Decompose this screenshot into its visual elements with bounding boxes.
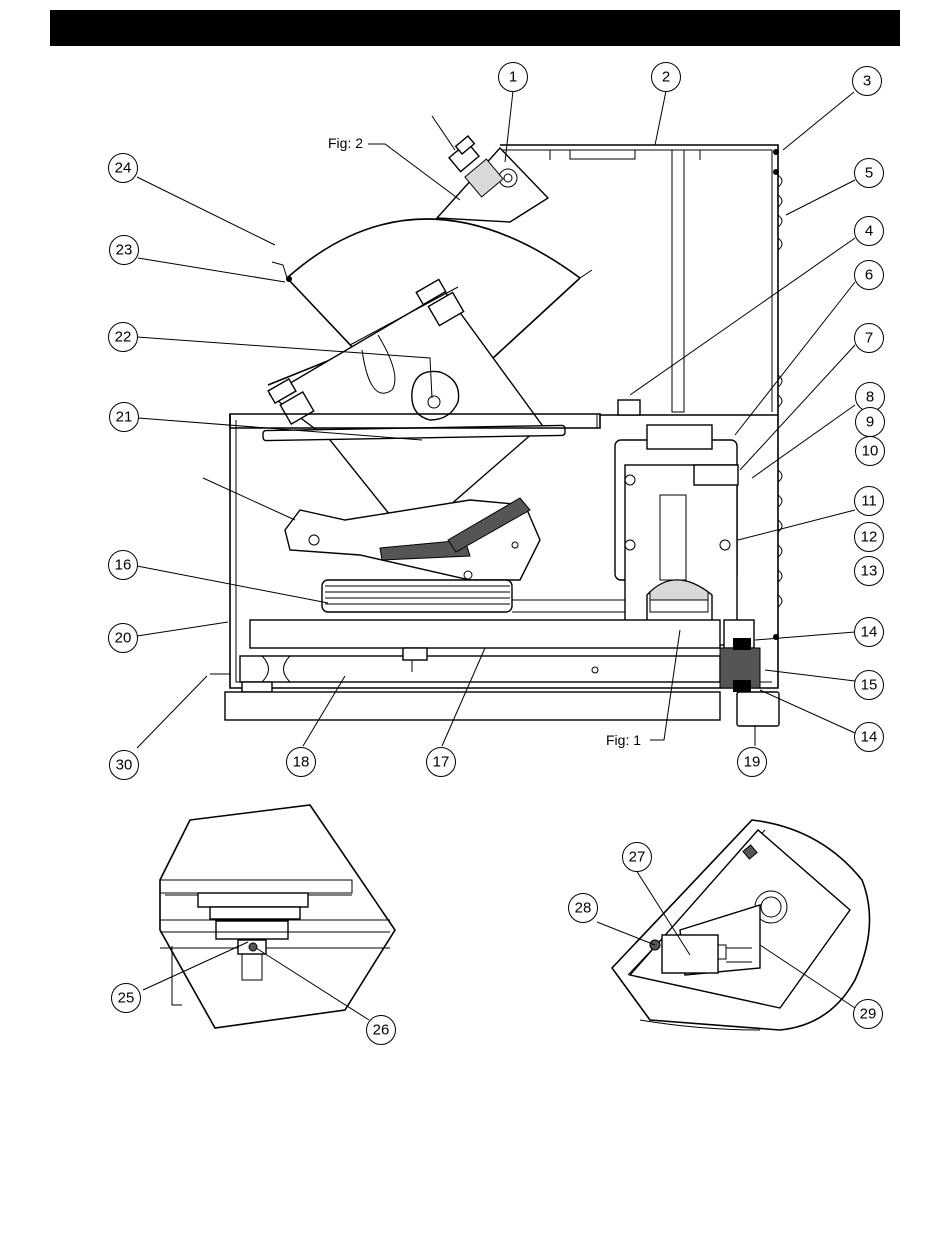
callout-4: 4: [855, 217, 884, 246]
svg-text:25: 25: [118, 990, 135, 1007]
svg-text:18: 18: [293, 754, 310, 771]
svg-text:29: 29: [860, 1006, 877, 1023]
svg-text:14: 14: [861, 729, 878, 746]
callout-14-lower: 14: [855, 723, 884, 752]
callout-25: 25: [112, 984, 141, 1013]
svg-text:14: 14: [861, 624, 878, 641]
svg-text:11: 11: [861, 493, 877, 510]
callout-12: 12: [855, 523, 884, 552]
svg-text:12: 12: [861, 529, 878, 546]
svg-text:1: 1: [509, 69, 517, 86]
machine-drawing: [137, 91, 855, 748]
callout-3: 3: [853, 67, 882, 96]
callout-1: 1: [499, 63, 528, 92]
carriage-sector: [263, 219, 592, 540]
svg-text:23: 23: [116, 242, 133, 259]
callout-20: 20: [109, 624, 138, 653]
callout-14-upper: 14: [855, 618, 884, 647]
callout-30: 30: [110, 751, 139, 780]
svg-text:7: 7: [865, 330, 873, 347]
callout-9: 9: [856, 408, 885, 437]
callout-23: 23: [110, 236, 139, 265]
svg-text:3: 3: [863, 73, 871, 90]
svg-text:4: 4: [865, 223, 873, 240]
callout-19: 19: [738, 748, 767, 777]
svg-text:26: 26: [373, 1022, 390, 1039]
svg-text:2: 2: [662, 69, 670, 86]
svg-text:30: 30: [116, 757, 133, 774]
callout-22: 22: [109, 323, 138, 352]
callout-6: 6: [855, 261, 884, 290]
callout-21: 21: [110, 403, 139, 432]
callout-15: 15: [855, 671, 884, 700]
svg-text:17: 17: [433, 754, 450, 771]
callout-7: 7: [855, 324, 884, 353]
callout-13: 13: [855, 557, 884, 586]
callout-2: 2: [652, 63, 681, 92]
svg-text:24: 24: [115, 160, 132, 177]
svg-text:22: 22: [115, 329, 132, 346]
callout-28: 28: [569, 894, 598, 923]
callout-27: 27: [623, 843, 652, 872]
callout-29: 29: [854, 1000, 883, 1029]
svg-text:6: 6: [865, 267, 873, 284]
callout-10: 10: [856, 437, 885, 466]
callout-16: 16: [109, 551, 138, 580]
svg-text:16: 16: [115, 557, 132, 574]
callout-24: 24: [109, 154, 138, 183]
svg-text:15: 15: [861, 677, 878, 694]
fig1-label: Fig: 1: [606, 732, 641, 748]
svg-text:21: 21: [116, 409, 133, 426]
svg-text:28: 28: [575, 900, 592, 917]
svg-text:5: 5: [865, 165, 873, 182]
svg-text:20: 20: [115, 630, 132, 647]
svg-text:27: 27: [629, 849, 646, 866]
callout-5: 5: [855, 159, 884, 188]
svg-text:8: 8: [866, 389, 874, 406]
callout-26: 26: [367, 1016, 396, 1045]
svg-text:19: 19: [744, 754, 761, 771]
callout-11: 11: [855, 487, 884, 516]
callout-18: 18: [287, 748, 316, 777]
fig2-label: Fig: 2: [328, 135, 363, 151]
svg-text:10: 10: [862, 443, 879, 460]
callout-17: 17: [427, 748, 456, 777]
svg-text:9: 9: [866, 414, 874, 431]
detail-view-left: [143, 805, 395, 1028]
pivot-bracket: [437, 136, 548, 222]
svg-text:13: 13: [861, 563, 878, 580]
